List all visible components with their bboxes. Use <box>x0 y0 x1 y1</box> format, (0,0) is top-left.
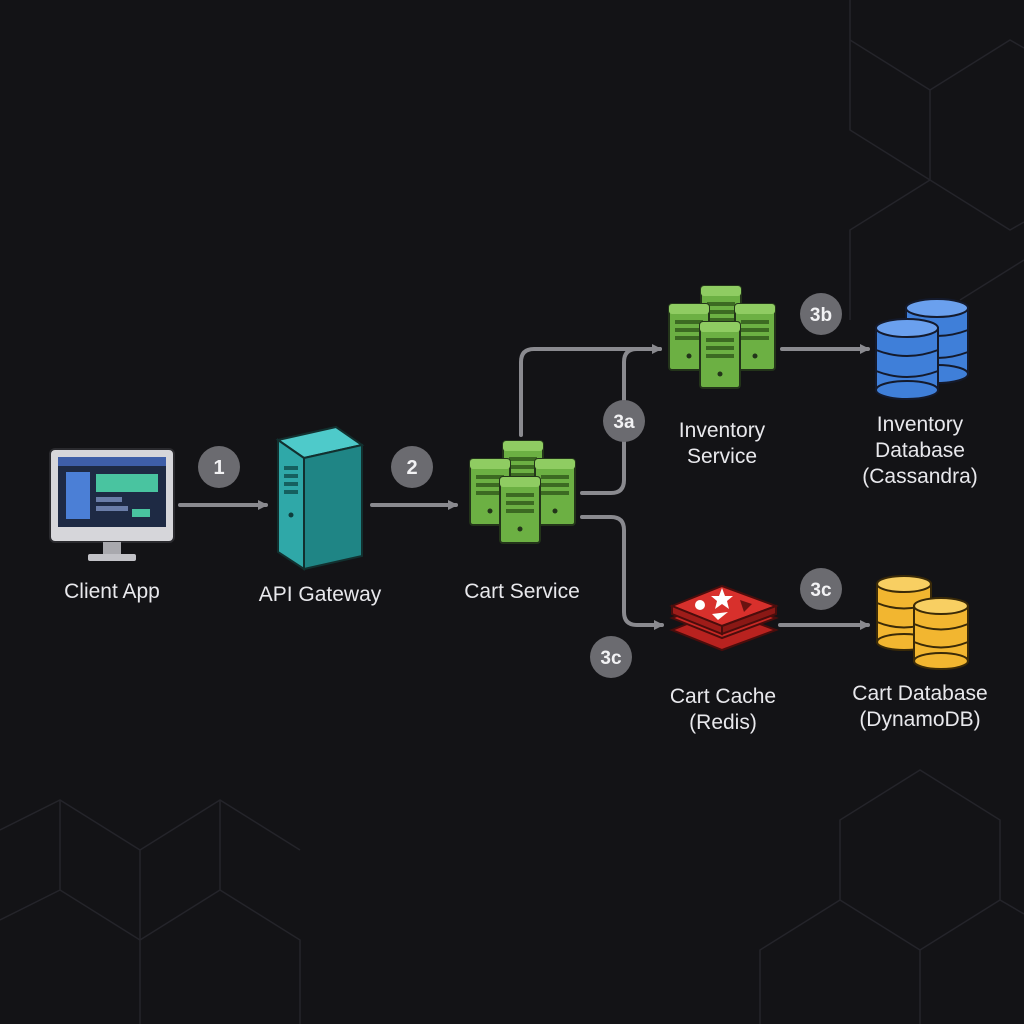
server-cluster-icon <box>668 285 776 389</box>
inventory-service-label: Inventory Service <box>679 418 765 470</box>
step-badge-2: 2 <box>391 446 433 488</box>
step-badge-3c-cache: 3c <box>590 636 632 678</box>
monitor-icon <box>49 448 175 561</box>
inventory-database-label-line3: (Cassandra) <box>862 465 978 488</box>
svg-text:3a: 3a <box>613 412 635 433</box>
svg-text:1: 1 <box>213 457 224 479</box>
svg-text:3c: 3c <box>810 580 832 601</box>
database-icon <box>875 298 969 400</box>
arrow-cart-service-to-cache <box>580 515 664 630</box>
api-gateway-label: API Gateway <box>259 582 382 608</box>
server-cluster-icon <box>469 440 576 544</box>
step-badge-3b: 3b <box>800 293 842 335</box>
svg-text:2: 2 <box>406 457 417 479</box>
inventory-database-label-line2: Database <box>875 439 965 462</box>
cart-database-label: Cart Database (DynamoDB) <box>852 681 987 733</box>
inventory-service-label-line1: Inventory <box>678 419 766 442</box>
cart-database-label-line1: Cart Database <box>852 682 988 705</box>
step-badge-1: 1 <box>198 446 240 488</box>
inventory-database-label: Inventory Database (Cassandra) <box>862 412 978 490</box>
step-badge-3c-db: 3c <box>800 568 842 610</box>
cart-service-label: Cart Service <box>464 579 580 605</box>
cart-database-label-line2: (DynamoDB) <box>859 708 981 731</box>
step-badge-3a: 3a <box>603 400 645 442</box>
cart-cache-label-line1: Cart Cache <box>669 685 777 708</box>
cart-cache-label-line2: (Redis) <box>689 711 757 734</box>
client-app-label-text: Client App <box>64 580 160 603</box>
api-gateway-label-text: API Gateway <box>258 583 382 606</box>
redis-icon <box>669 584 779 652</box>
server-tower-icon <box>275 425 365 571</box>
client-app-label: Client App <box>64 579 160 605</box>
inventory-service-label-line2: Service <box>686 445 758 468</box>
svg-text:3b: 3b <box>810 305 832 326</box>
arrow-cart-service-to-inventory-upper <box>519 344 662 437</box>
inventory-database-label-line1: Inventory <box>876 413 964 436</box>
cart-service-label-text: Cart Service <box>464 580 580 603</box>
database-icon <box>876 575 969 670</box>
svg-text:3c: 3c <box>600 648 622 669</box>
cart-cache-label: Cart Cache (Redis) <box>670 684 776 736</box>
